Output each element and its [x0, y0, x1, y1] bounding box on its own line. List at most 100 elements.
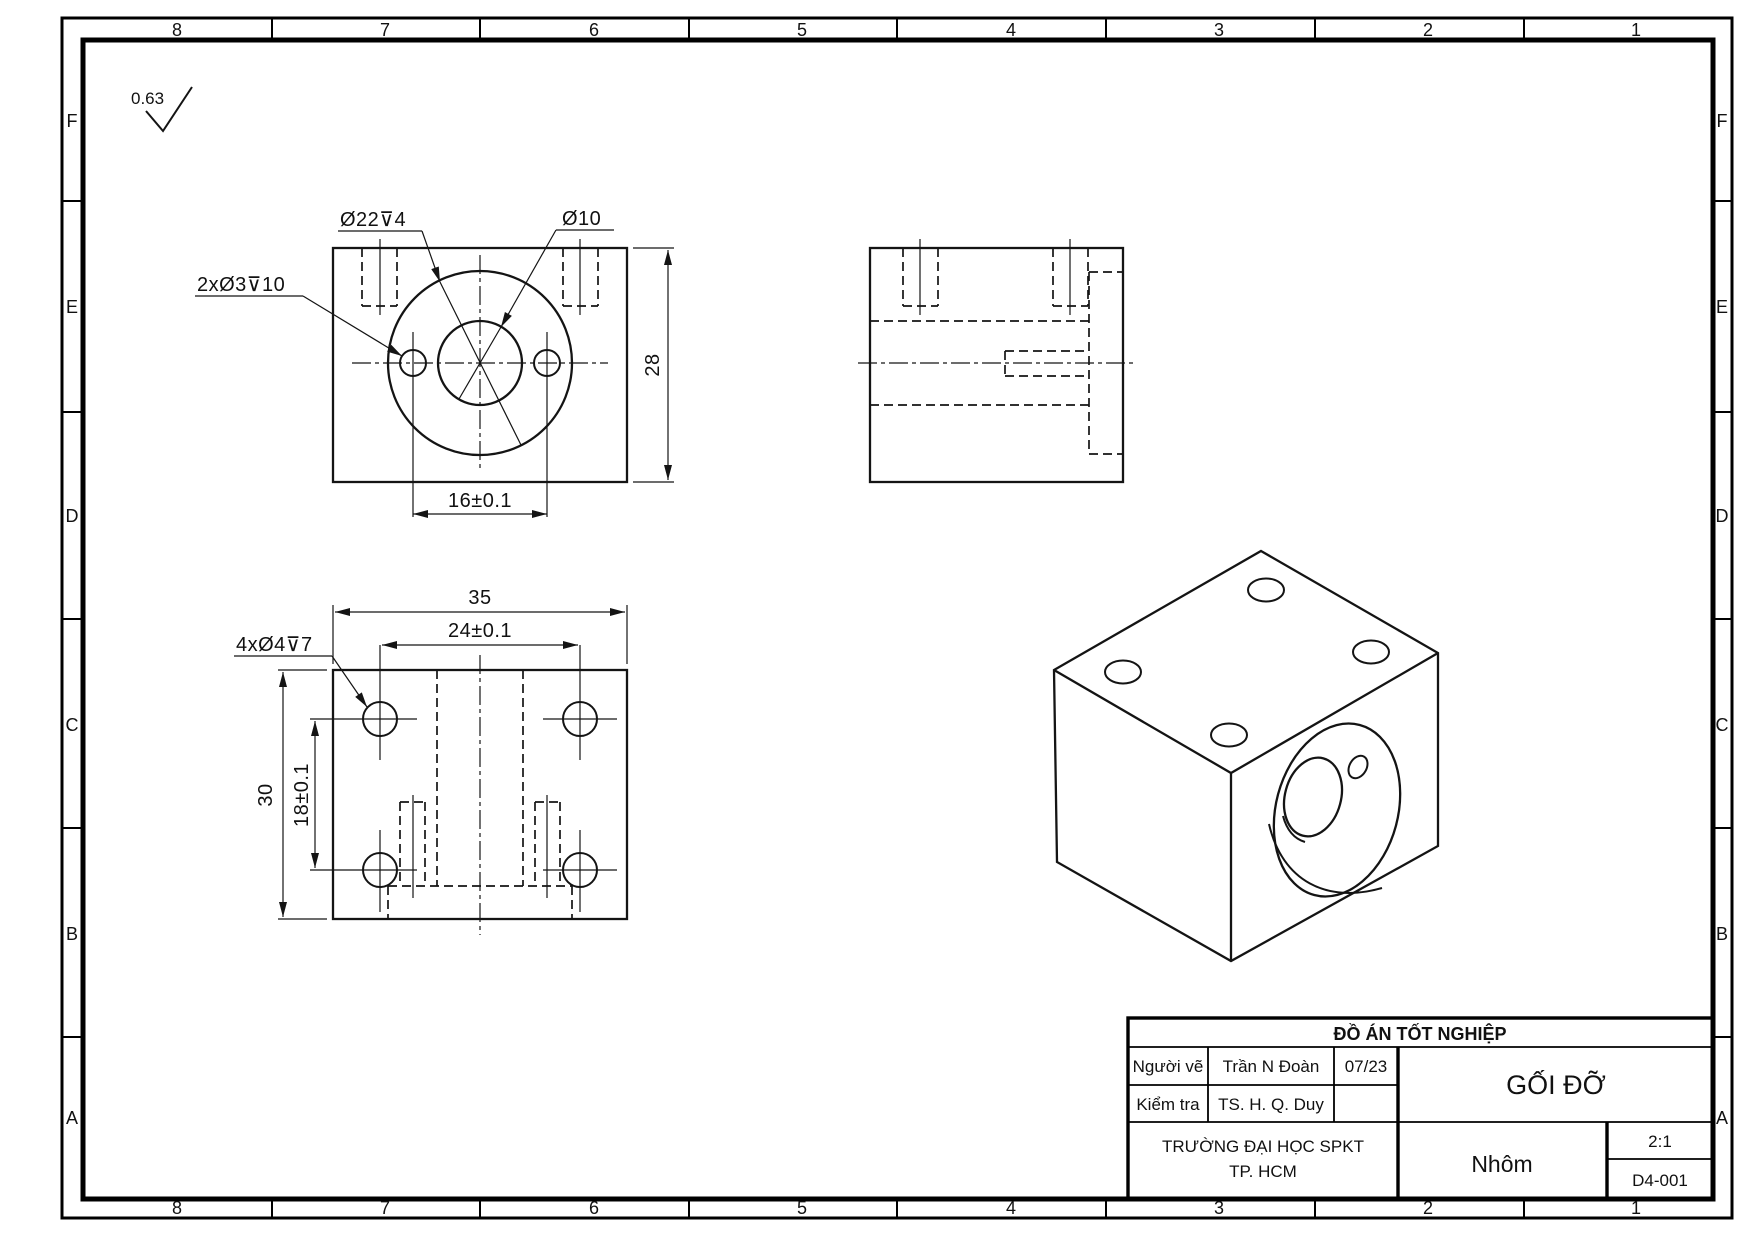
hidden-small-hole	[1004, 350, 1089, 377]
zone-number: 7	[380, 20, 390, 40]
dimension-hole-spacing-x: 24±0.1	[382, 620, 578, 649]
small-hole-centerlines	[412, 332, 548, 517]
side-view	[858, 239, 1136, 484]
hidden-center-bore	[436, 670, 524, 886]
zone-number: 5	[797, 20, 807, 40]
dim-text-16: 16±0.1	[448, 490, 512, 512]
isometric-view	[1052, 549, 1440, 963]
zone-letter: C	[66, 715, 79, 735]
label-text: Ø10	[562, 208, 601, 230]
part-name: GỐI ĐỠ	[1506, 1068, 1606, 1100]
title-block-border	[1126, 1016, 1715, 1201]
hidden-center-bore	[870, 320, 1089, 406]
title-block-gridlines	[1128, 1046, 1713, 1160]
iso-bore-arc	[1282, 815, 1306, 843]
checked-by-name: TS. H. Q. Duy	[1218, 1095, 1324, 1114]
zone-number: 2	[1423, 1198, 1433, 1218]
zone-letter: A	[66, 1108, 78, 1128]
side-outline	[868, 246, 1125, 484]
iso-inner-edges	[1053, 652, 1439, 961]
zone-letter: D	[66, 506, 79, 526]
iso-counterbore-floor-arc	[1268, 823, 1383, 894]
drawing-frame: 8 7 6 5 4 3 2 1 8 7 6 5 4 3 2 1 F E D C …	[60, 16, 1734, 1220]
iso-top-hole	[1104, 659, 1142, 685]
drawn-date: 07/23	[1345, 1057, 1388, 1076]
zone-letter: D	[1716, 506, 1729, 526]
zone-number: 4	[1006, 1198, 1016, 1218]
dim-text-28: 28	[642, 353, 664, 376]
zone-ticks-right	[1713, 200, 1732, 1038]
iso-small-hole	[1347, 754, 1369, 780]
zone-number: 8	[172, 1198, 182, 1218]
front-outline	[331, 246, 629, 484]
surface-finish-symbol: 0.63	[131, 86, 193, 133]
zone-number: 3	[1214, 20, 1224, 40]
hidden-corner-holes	[902, 248, 1089, 307]
dimension-hole-spacing-y: 18±0.1	[291, 721, 319, 868]
dim-text-35: 35	[468, 587, 491, 609]
small-hole-centerlines	[412, 795, 548, 898]
zone-letter: E	[66, 297, 78, 317]
iso-top-hole	[1352, 639, 1390, 665]
zone-letter: E	[1716, 297, 1728, 317]
zone-number: 7	[380, 1198, 390, 1218]
scale: 2:1	[1648, 1132, 1672, 1151]
hidden-small-holes	[399, 801, 561, 886]
surface-finish-value: 0.63	[131, 89, 164, 108]
zone-ticks-top	[271, 18, 1525, 40]
iso-center-hole	[1282, 756, 1344, 838]
zone-number: 3	[1214, 1198, 1224, 1218]
zone-numbers-top: 8 7 6 5 4 3 2 1	[172, 20, 1641, 40]
label-text: Ø22⊽4	[340, 209, 406, 231]
label-text: 2xØ3⊽10	[197, 274, 285, 296]
iso-outline	[1052, 549, 1440, 963]
label-text: 4xØ4⊽7	[236, 634, 313, 656]
school-name-line2: TP. HCM	[1229, 1162, 1297, 1181]
drawn-by-name: Trần N Đoàn	[1223, 1057, 1320, 1076]
hole-centerlines-horizontal	[310, 718, 617, 871]
zone-letter: F	[1717, 111, 1728, 131]
zone-number: 8	[172, 20, 182, 40]
title-block: ĐỒ ÁN TỐT NGHIỆP Người vẽ Trần N Đoàn 07…	[1126, 1016, 1715, 1201]
corner-hole-centerlines	[919, 239, 1071, 315]
label-center-hole: Ø10	[458, 208, 614, 400]
zone-numbers-bottom: 8 7 6 5 4 3 2 1	[172, 1198, 1641, 1218]
zone-letters-left: F E D C B A	[66, 111, 79, 1128]
drawing-number: D4-001	[1632, 1171, 1688, 1190]
zone-letter: A	[1716, 1108, 1728, 1128]
iso-top-hole	[1247, 577, 1285, 603]
project-title: ĐỒ ÁN TỐT NGHIỆP	[1333, 1023, 1506, 1044]
zone-ticks-left	[62, 200, 83, 1038]
dim-text-30: 30	[255, 783, 277, 806]
zone-number: 2	[1423, 20, 1433, 40]
roughness-check-icon	[145, 86, 193, 133]
title-block-dividers	[1396, 1047, 1609, 1199]
top-view: 35 24±0.1 30 18±0.1 4xØ4⊽7	[234, 587, 629, 935]
dimension-width: 35	[332, 587, 628, 664]
hidden-counterbore-floor	[387, 885, 573, 919]
label-counterbore: Ø22⊽4	[338, 209, 522, 446]
dimension-hole-spacing: 16±0.1	[413, 490, 547, 518]
drawn-by-label: Người vẽ	[1133, 1057, 1204, 1076]
zone-number: 6	[589, 1198, 599, 1218]
school-name-line1: TRƯỜNG ĐẠI HỌC SPKT	[1162, 1137, 1364, 1156]
zone-number: 1	[1631, 1198, 1641, 1218]
zone-letter: C	[1716, 715, 1729, 735]
zone-letters-right: F E D C B A	[1716, 111, 1729, 1128]
hole-centerlines-vertical	[379, 645, 581, 912]
zone-ticks-bottom	[271, 1199, 1525, 1218]
zone-letter: F	[67, 111, 78, 131]
label-small-holes: 2xØ3⊽10	[195, 274, 403, 357]
iso-top-hole	[1210, 722, 1248, 748]
corner-hole-centerlines	[379, 239, 581, 315]
dimension-depth: 30	[255, 669, 327, 920]
zone-number: 4	[1006, 20, 1016, 40]
iso-counterbore	[1272, 722, 1402, 898]
zone-number: 1	[1631, 20, 1641, 40]
label-corner-holes: 4xØ4⊽7	[234, 634, 368, 708]
zone-number: 5	[797, 1198, 807, 1218]
front-view: 28 16±0.1 Ø22⊽4 Ø10 2xØ3⊽10	[195, 208, 674, 518]
checked-by-label: Kiểm tra	[1136, 1095, 1200, 1114]
